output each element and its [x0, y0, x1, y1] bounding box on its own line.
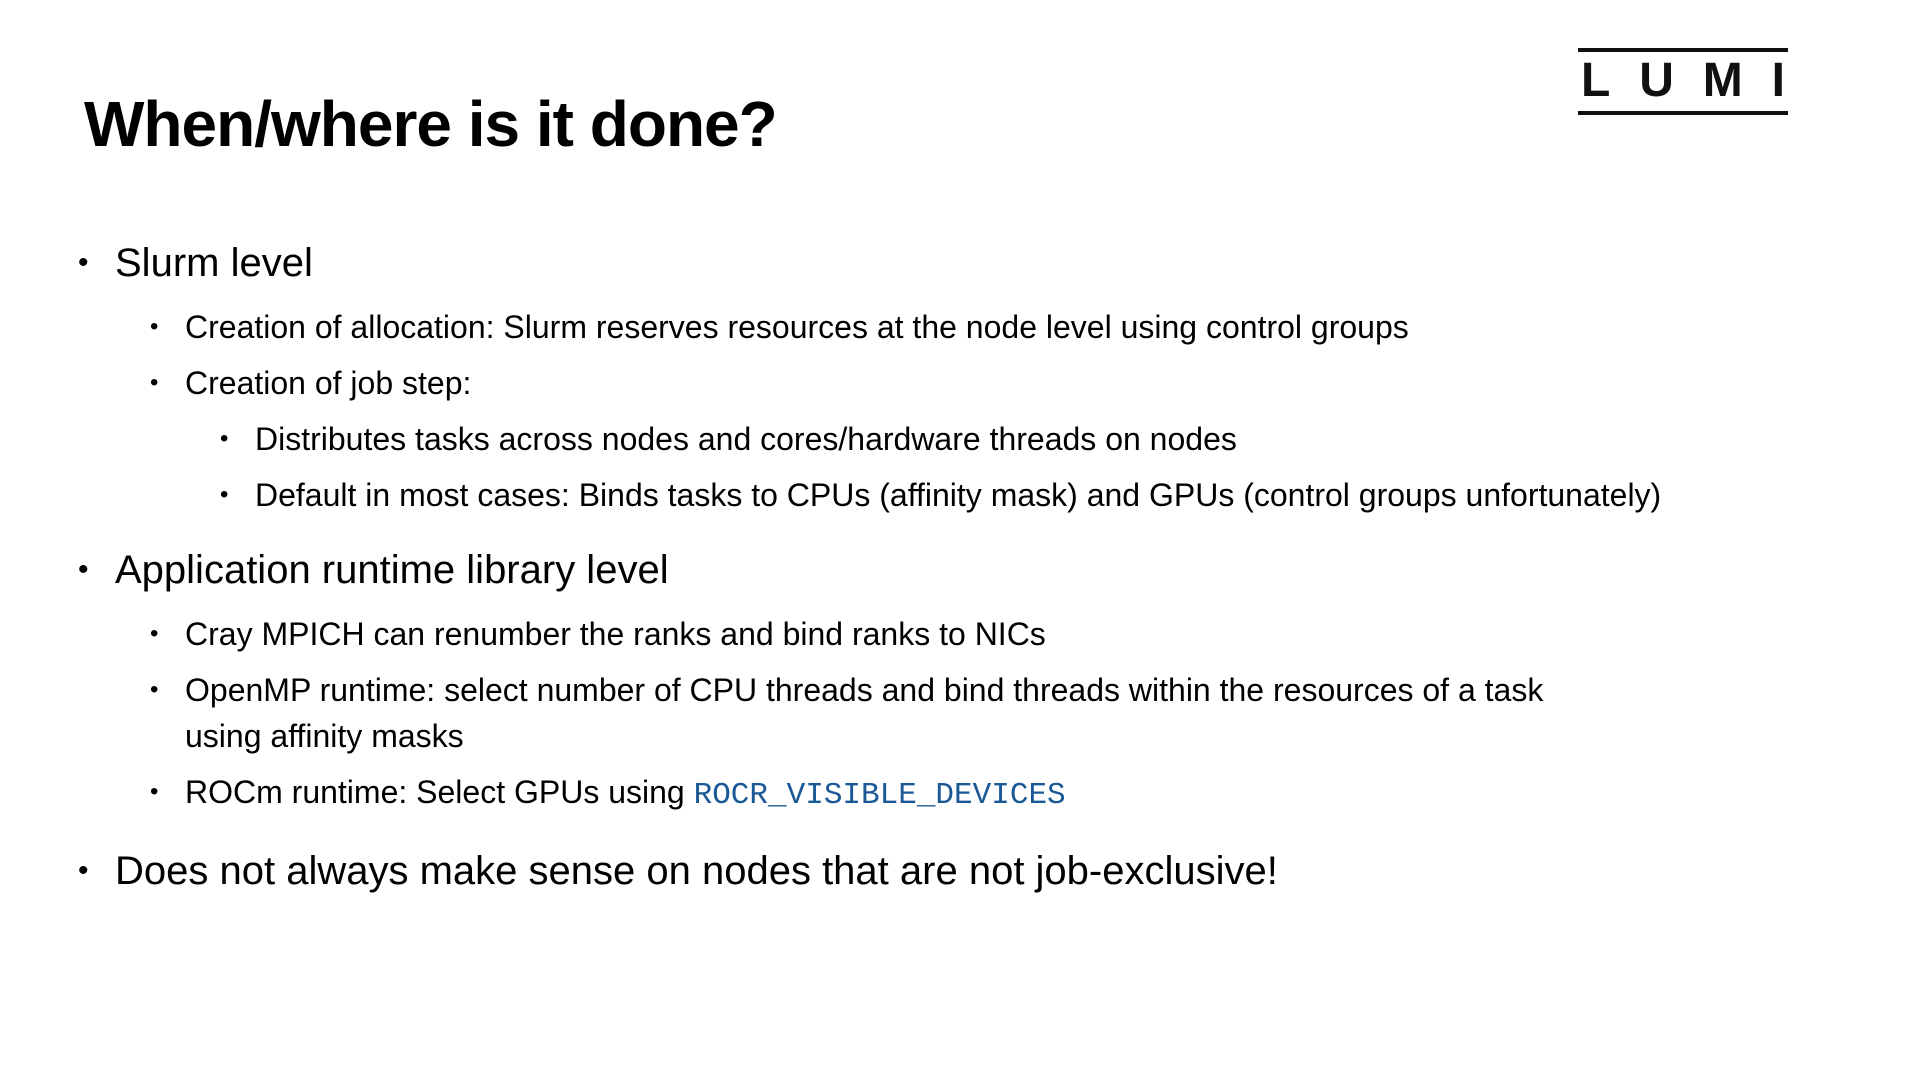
bullet-text-prefix: ROCm runtime: Select GPUs using	[185, 774, 694, 810]
bullet-text: OpenMP runtime: select number of CPU thr…	[185, 672, 1544, 754]
bullet-icon: •	[78, 246, 89, 279]
lumi-logo: L U M I	[1578, 48, 1788, 115]
bullet-text: Does not always make sense on nodes that…	[115, 849, 1278, 893]
bullet-text: Distributes tasks across nodes and cores…	[255, 421, 1237, 457]
slide-title: When/where is it done?	[84, 87, 778, 160]
bullet-text: ROCm runtime: Select GPUs using ROCR_VIS…	[185, 769, 1066, 819]
bullet-text: Creation of job step:	[185, 365, 472, 401]
bullet-icon: •	[150, 676, 159, 703]
bullet-list: • Slurm level • Creation of allocation: …	[78, 238, 1860, 896]
bullet-item-default-binds: • Default in most cases: Binds tasks to …	[78, 472, 1860, 518]
lumi-logo-letter: U	[1639, 54, 1674, 107]
bullet-item-openmp-runtime: • OpenMP runtime: select number of CPU t…	[78, 667, 1860, 759]
lumi-logo-letter: M	[1702, 54, 1743, 107]
bullet-item-distributes-tasks: • Distributes tasks across nodes and cor…	[78, 416, 1860, 462]
bullet-icon: •	[150, 313, 159, 340]
bullet-item-application-runtime: • Application runtime library level	[78, 545, 1860, 595]
bullet-item-rocm-runtime: • ROCm runtime: Select GPUs using ROCR_V…	[78, 769, 1860, 819]
bullet-item-job-exclusive: • Does not always make sense on nodes th…	[78, 846, 1860, 896]
bullet-icon: •	[78, 553, 89, 586]
lumi-logo-letter: I	[1771, 54, 1785, 107]
bullet-text: Default in most cases: Binds tasks to CP…	[255, 477, 1662, 513]
code-token-rocr-visible-devices: ROCR_VISIBLE_DEVICES	[693, 778, 1066, 813]
bullet-item-creation-job-step: • Creation of job step:	[78, 360, 1860, 406]
bullet-text: Application runtime library level	[115, 548, 669, 592]
bullet-icon: •	[150, 620, 159, 647]
bullet-icon: •	[220, 425, 229, 452]
lumi-logo-letter: L	[1581, 54, 1611, 107]
bullet-text: Cray MPICH can renumber the ranks and bi…	[185, 616, 1046, 652]
bullet-icon: •	[78, 854, 89, 887]
bullet-item-cray-mpich: • Cray MPICH can renumber the ranks and …	[78, 611, 1860, 657]
bullet-item-creation-allocation: • Creation of allocation: Slurm reserves…	[78, 304, 1860, 350]
bullet-item-slurm-level: • Slurm level	[78, 238, 1860, 288]
bullet-icon: •	[220, 481, 229, 508]
bullet-icon: •	[150, 778, 159, 805]
bullet-text: Creation of allocation: Slurm reserves r…	[185, 309, 1409, 345]
bullet-icon: •	[150, 369, 159, 396]
bullet-text: Slurm level	[115, 241, 313, 285]
